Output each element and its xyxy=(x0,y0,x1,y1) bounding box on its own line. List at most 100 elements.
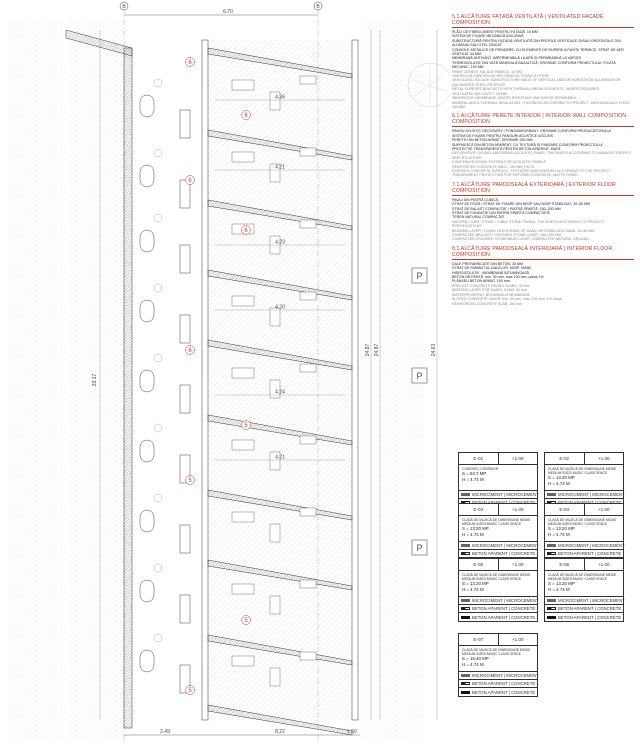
column xyxy=(139,229,155,253)
legend-line: SLOPED CONCRETE LAYER, min. 30 mm, max. … xyxy=(452,297,562,302)
partition-wall xyxy=(207,47,353,79)
grid-label-left: B xyxy=(122,4,126,10)
inner-dimension: 4.24 xyxy=(275,390,285,396)
material-label: BETON APARENT | CONCRETE xyxy=(558,551,622,556)
parking-symbol-3: P xyxy=(411,539,428,556)
material-row: BETON APARENT | CONCRETE xyxy=(459,605,537,613)
legend-line: NATURAL CUBIC STONE / CUBIC STONE PAVING… xyxy=(452,219,605,229)
section-tag: 6 xyxy=(241,225,251,235)
desk xyxy=(299,291,317,301)
material-row: BETON APARENT | CONCRETE xyxy=(459,613,537,621)
section-tag: 6 xyxy=(185,57,195,67)
room-area: S = 53.7 MP xyxy=(462,471,487,476)
room-area: S = 13.20 MP xyxy=(548,581,575,586)
bottom-dimension-1: 2.49 xyxy=(160,729,170,735)
column xyxy=(139,649,155,673)
room-level: +1.00 xyxy=(597,507,610,512)
material-row: BETON APARENT | CONCRETE xyxy=(459,688,537,696)
material-swatch-icon xyxy=(461,552,470,555)
material-swatch-icon xyxy=(461,599,470,602)
room-height: H = 4.74 M xyxy=(462,586,484,592)
side-dimension-2: 24.87 xyxy=(365,344,371,357)
legend-line: STRAT DE PAMÂNT AL DALELOR, NISIP, 50MM xyxy=(452,266,531,271)
room-height: H = 4.74 M xyxy=(548,480,570,486)
material-swatch-icon xyxy=(461,682,470,685)
side-dimension-3: 24.87 xyxy=(374,344,380,357)
section-tag-label: 6 xyxy=(244,228,248,234)
legend-section-title: 6.1 ALCĂTUIRE PERETE INTERIOR | INTERIOR… xyxy=(452,113,634,128)
room-level: +1.00 xyxy=(597,456,610,461)
legend-line: PROTECȚIE TRANSPARENTĂ PENTRU BETON APAR… xyxy=(452,146,561,151)
room-area: S = 13.20 MP xyxy=(462,526,489,531)
section-tag-label: 5 xyxy=(188,478,192,484)
room-level: +1.00 xyxy=(511,562,524,567)
inner-dimension: 4.21 xyxy=(275,165,285,171)
legend-line: VENTILATED FACADE SUBSTRUCTURE MADE OF V… xyxy=(452,78,621,87)
section-tag: 5 xyxy=(241,420,251,430)
material-label: BETON APARENT | CONCRETE xyxy=(558,606,622,611)
material-swatch-icon xyxy=(461,544,470,547)
desk xyxy=(299,363,317,373)
room-card-e-07: E-07 +1.00 CLASĂ DE MUZICĂ DE DIMENSIUNE… xyxy=(458,633,539,697)
material-label: BETON APARENT | CONCRETE xyxy=(472,689,536,695)
parking-symbol-2: P xyxy=(411,367,428,384)
legend-section: 5.1 ALCĂTUIRE FAȚADĂ VENTILATĂ | VENTILA… xyxy=(452,14,634,109)
legend-line: METAL SUPPORT BRACKETS WITH THERMAL BREA… xyxy=(452,87,600,92)
material-row: BETON APARENT | CONCRETE xyxy=(545,605,623,613)
material-row: MICROCIMENT | MICROCEMENT xyxy=(459,597,539,605)
room-area: S = 15.40 MP xyxy=(462,656,489,661)
room-code: E-05 xyxy=(459,559,499,570)
bench xyxy=(179,314,191,344)
inner-dimension: 4.23 xyxy=(275,240,285,246)
inner-dimensions: 4.364.214.234.204.244.21 xyxy=(215,95,345,461)
inner-dimension: 4.20 xyxy=(275,305,285,311)
section-tag: 6 xyxy=(185,175,195,185)
bottom-dimension-3: 1.50 xyxy=(347,729,357,735)
desk xyxy=(231,511,255,523)
room-name: CLASĂ DE MUZICĂ DE DIMENSIUNE MEDIE MEDI… xyxy=(462,648,531,656)
material-label: BETON APARENT | CONCRETE xyxy=(558,614,622,620)
legend-line: REINFORCED CONCRETE WALL, 250 MM THICK xyxy=(452,164,535,169)
material-row: MICROCIMENT | MICROCEMENT xyxy=(545,542,625,550)
column xyxy=(139,439,155,463)
room-code: E-07 xyxy=(459,634,499,645)
legend-section: 7.1 ALCĂTUIRE PARDOSEALĂ EXTERIOARĂ | EX… xyxy=(452,182,634,242)
desk xyxy=(299,219,317,229)
section-tag: 6 xyxy=(185,345,195,355)
bench xyxy=(179,594,191,624)
section-tag-label: 6 xyxy=(188,348,192,354)
material-row: BETON APARENT | CONCRETE xyxy=(459,550,537,558)
material-label: MICROCIMENT | MICROCEMENT xyxy=(558,598,625,603)
legend-line: PANOU ACUSTIC DECORATIV / FONOABSORBANT,… xyxy=(452,129,612,134)
legend-panel: 5.1 ALCĂTUIRE FAȚADĂ VENTILATĂ | VENTILA… xyxy=(452,14,634,310)
material-swatch-icon xyxy=(461,615,470,619)
section-tag-label: 6 xyxy=(188,178,192,184)
legend-line: BETON DE PANTĂ, min. 30 mm, max 100 mm, … xyxy=(452,275,544,280)
room-height: H = 4.74 M xyxy=(462,661,484,667)
room-area: S = 13.20 MP xyxy=(462,581,489,586)
material-swatch-icon xyxy=(547,607,556,610)
desk xyxy=(231,583,255,595)
material-row: BETON APARENT | CONCRETE xyxy=(545,613,623,621)
legend-line: COMPACTED BALLAST / CRUSHED STONE LAYER,… xyxy=(452,233,561,238)
grid-bubble-right xyxy=(313,1,323,11)
svg-text:P: P xyxy=(416,371,422,381)
legend-section-title: 8.1 ALCĂTUIRE PARDOSEALĂ INTERIOARĂ | IN… xyxy=(452,246,634,260)
column xyxy=(139,579,155,603)
legend-line: VENTILATED AIR CAVITY, 30 MM xyxy=(452,91,507,96)
material-label: BETON APARENT | CONCRETE xyxy=(472,606,536,611)
desk xyxy=(299,507,317,517)
legend-line: BEDDING LAYER FOR SLABS, SAND, 50 mm xyxy=(452,288,528,293)
material-swatch-icon xyxy=(547,552,556,555)
legend-line: DECORATIVE / SOUND-ABSORBING ACOUSTIC PA… xyxy=(452,151,631,160)
material-label: MICROCIMENT | MICROCEMENT xyxy=(558,543,625,548)
grid-label-right: B xyxy=(316,4,320,10)
bench xyxy=(179,454,191,484)
legend-line: TRANSPARENT PROTECTION FOR EXPOSED CONCR… xyxy=(452,173,578,178)
left-ground xyxy=(8,20,63,740)
legend-line: PLĂCI DE FIBROCIMENT PENTRU FAȚADĂ, 10 M… xyxy=(452,30,538,34)
column xyxy=(139,164,155,188)
legend-line: WATERPROOFING, BITUMINOUS MEMBRANE xyxy=(452,292,531,297)
desk xyxy=(231,151,255,163)
svg-text:P: P xyxy=(416,543,422,553)
